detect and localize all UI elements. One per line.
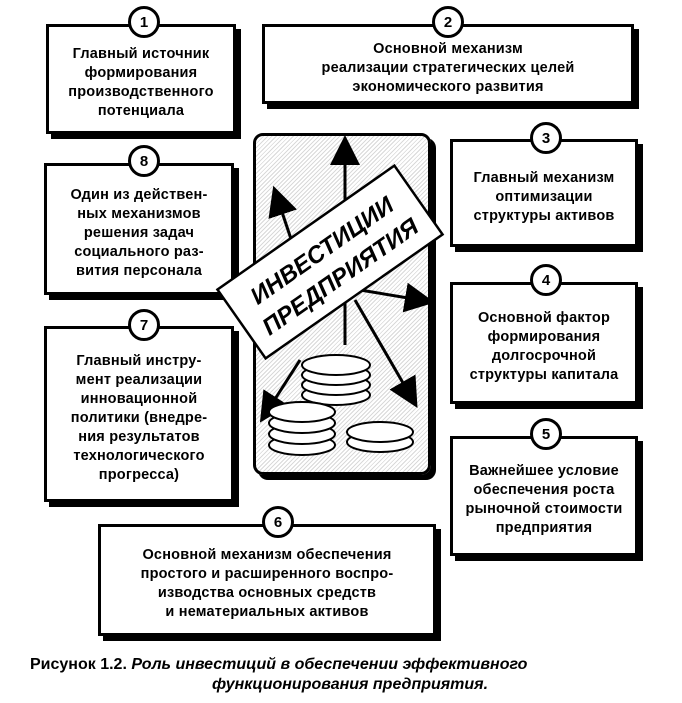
badge-8: 8 bbox=[128, 145, 160, 177]
box-5-text: Важнейшее условие обеспечения роста рыно… bbox=[465, 463, 623, 536]
box-2-text: Основной механизм реализации стратегичес… bbox=[321, 40, 575, 95]
box-7: Главный инстру- мент реализации инноваци… bbox=[44, 326, 234, 502]
box-6-text: Основной механизм обеспечения простого и… bbox=[140, 547, 394, 620]
badge-4: 4 bbox=[530, 264, 562, 296]
badge-7: 7 bbox=[128, 309, 160, 341]
box-3: Главный механизм оптимизации структуры а… bbox=[450, 139, 638, 247]
center-panel bbox=[253, 133, 431, 475]
box-4: Основной фактор формирования долгосрочно… bbox=[450, 282, 638, 404]
badge-2: 2 bbox=[432, 6, 464, 38]
caption-number: Рисунок 1.2. bbox=[30, 656, 127, 673]
box-6: Основной механизм обеспечения простого и… bbox=[98, 524, 436, 636]
badge-3: 3 bbox=[530, 122, 562, 154]
caption-line1: Роль инвестиций в обеспечении эффективно… bbox=[131, 656, 528, 673]
box-1-text: Главный источник формирования производст… bbox=[68, 46, 214, 119]
box-5: Важнейшее условие обеспечения роста рыно… bbox=[450, 436, 638, 556]
box-7-text: Главный инстру- мент реализации инноваци… bbox=[70, 352, 208, 483]
badge-1: 1 bbox=[128, 6, 160, 38]
badge-5: 5 bbox=[530, 418, 562, 450]
box-8: Один из действен- ных механизмов решения… bbox=[44, 163, 234, 295]
box-4-text: Основной фактор формирования долгосрочно… bbox=[469, 310, 619, 383]
box-3-text: Главный механизм оптимизации структуры а… bbox=[473, 169, 615, 224]
box-1: Главный источник формирования производст… bbox=[46, 24, 236, 134]
figure-caption: Рисунок 1.2. Роль инвестиций в обеспечен… bbox=[30, 655, 670, 695]
caption-line2: функционирования предприятия. bbox=[211, 676, 489, 693]
box-8-text: Один из действен- ных механизмов решения… bbox=[70, 186, 208, 279]
badge-6: 6 bbox=[262, 506, 294, 538]
